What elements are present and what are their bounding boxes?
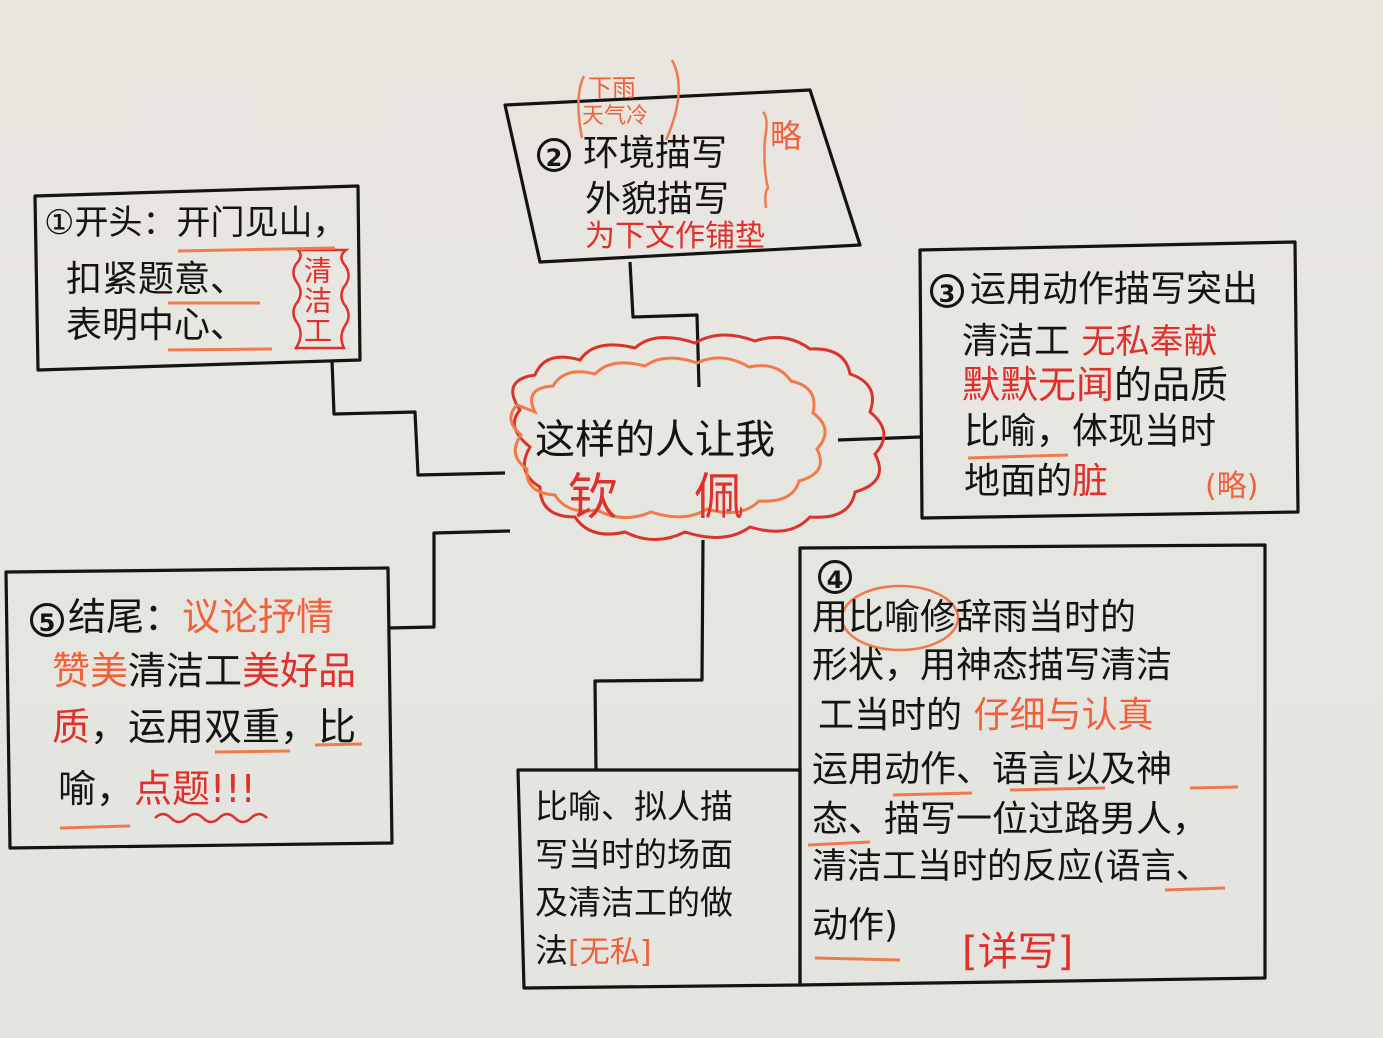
center-title-line1: 这样的人让我 [535,417,775,463]
box1-tag-cleaner: 清洁工 [300,256,333,346]
box5-line3-double: 双重 [204,705,281,749]
box3-line3-red: 默默无闻 [962,363,1115,407]
box2-number: 2 [537,138,571,172]
box4-line5-b: 、描写一位过路男人， [848,799,1209,840]
box5-line4-comma: ， [96,767,135,811]
box3-line1: 运用动作描写突出 [970,269,1259,310]
box5-frame [4,566,394,850]
box1-frame [33,184,362,372]
box5-line4-excl: !!! [210,767,256,811]
box3-line5-red: 脏 [1072,461,1109,502]
box6-tag-selfless: [无私] [568,935,652,970]
box5-line3-metaphor: 比 [318,705,357,749]
box5-line2-black: 清洁工 [128,649,243,693]
box5-label: 结尾： [68,595,183,639]
box3-number: 3 [930,274,964,308]
box5-line2-orange: 赞美 [52,649,129,693]
box1-line2: 扣紧题意、 [66,259,247,300]
box5-line2-red: 美好品 [242,649,357,693]
box4-line4-language: 语言 [992,749,1065,790]
box1-label: 开头： [74,203,177,243]
box3-line4-underlined: 比喻 [964,411,1037,452]
box3-frame [918,240,1300,520]
box3-line2-red: 无私奉献 [1081,322,1218,362]
box4-line4-action: 动作 [884,749,957,790]
box5-line3-a: ，运用 [90,705,205,749]
box5-line3-red: 质 [52,705,91,749]
box2-side-tag: 略 [770,117,803,155]
box4-line6-a: 清洁工当时的反应( [812,847,1106,887]
box2-line1: 环境描写 [583,133,728,174]
box6-frame [516,768,802,990]
box6-line4: 法 [535,931,568,970]
box4-line7-b: ) [884,905,899,946]
box4-line3-orange: 仔细与认真 [973,695,1154,736]
box4-line1-post: 修辞雨当时的 [920,597,1137,638]
box2-line3: 为下文作铺垫 [585,219,765,254]
box4-line6-language: 语言 [1105,847,1176,887]
box4-line4-e: 以及 [1064,749,1137,790]
center-title-line2: 钦 佩 [568,468,774,526]
box4-line5-a: 态 [812,799,849,840]
box6-line2: 写当时的场面 [535,835,733,874]
box6-line1: 比喻、拟人描 [535,787,733,826]
box5-line1-orange: 议论抒情 [182,595,335,639]
box2-frame [503,88,862,264]
box4-line1-circled: 比喻 [848,597,921,638]
box4-number: 4 [818,560,852,594]
box2-line2: 外貌描写 [585,179,730,220]
box5-line3-b: ， [280,705,319,749]
box3-line5-black: 地面的 [964,461,1073,502]
box5-number: 5 [30,602,64,637]
box3-line3-black: 的品质 [1114,363,1229,407]
box5-line4-ul: 喻 [58,767,97,811]
box4-line4-a: 运用 [812,749,885,790]
box4-tag-detailed: [详写] [962,929,1074,975]
box5-line4-theme: 点题 [134,767,211,811]
box1-number: ① [44,203,75,243]
box4-line7-action: 动作 [812,905,885,946]
box2-annotation-line1: 下雨 [588,74,636,102]
box4-line6-c: 、 [1175,847,1211,887]
box6-line3: 及清洁工的做 [535,883,733,922]
box3-tag: (略) [1205,469,1259,504]
box1-line3: 表明中心、 [66,305,247,346]
box4-line3-black: 工当时的 [818,695,963,736]
box4-line4-c: 、 [956,749,993,790]
box4-line2: 形状，用神态描写清洁 [812,645,1173,686]
box1-line1: 开门见山， [176,203,347,243]
box3-line4-rest: ，体现当时 [1036,411,1217,452]
box4-line1-pre: 用 [812,597,849,638]
box3-line2-black: 清洁工 [962,321,1071,362]
box2-annotation-line2: 天气冷 [582,104,649,129]
box4-line4-f: 神 [1136,749,1173,790]
